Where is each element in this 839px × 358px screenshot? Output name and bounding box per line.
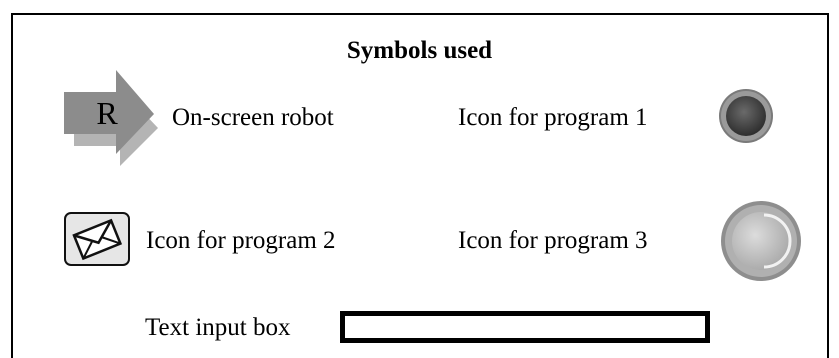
text-input-label: Text input box: [145, 314, 291, 341]
robot-letter: R: [96, 95, 118, 131]
robot-label: On-screen robot: [172, 104, 334, 131]
robot-arrow-icon: [64, 70, 158, 166]
program-1-label: Icon for program 1: [458, 104, 648, 131]
envelope-icon: [72, 218, 123, 261]
program-1-icon[interactable]: [718, 88, 774, 144]
program-3-icon[interactable]: [720, 200, 802, 282]
symbols-panel: [11, 13, 829, 358]
robot-arrow-front: [64, 70, 154, 154]
program-2-label: Icon for program 2: [146, 227, 336, 254]
text-input-box[interactable]: [340, 311, 710, 343]
program-2-icon[interactable]: [64, 212, 130, 266]
program-3-label: Icon for program 3: [458, 227, 648, 254]
panel-title: Symbols used: [346, 37, 493, 64]
